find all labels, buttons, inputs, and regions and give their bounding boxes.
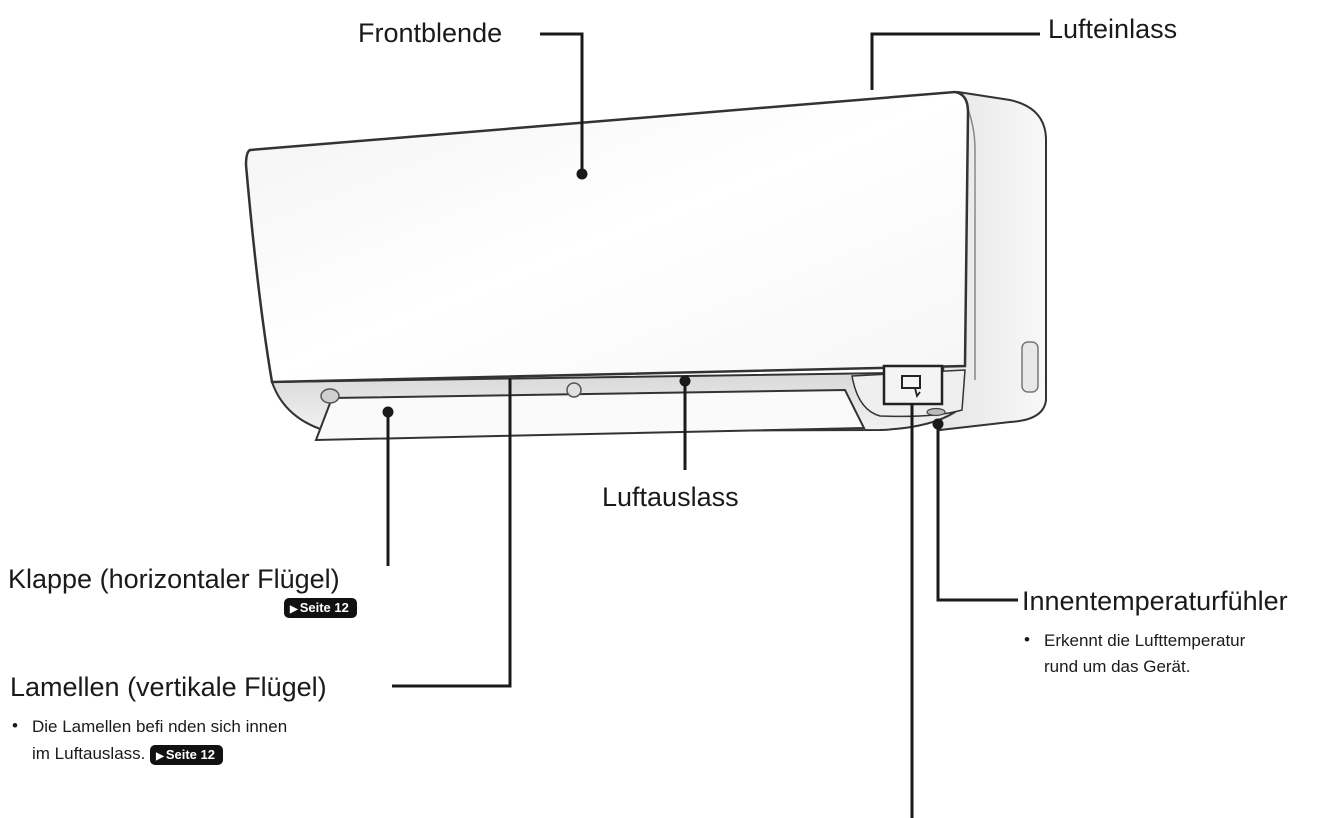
page-ref-badge-klappe: ▶Seite 12 [284, 598, 357, 618]
label-lufteinlass: Lufteinlass [1048, 14, 1178, 44]
klappe-page-ref: ▶Seite 12 [284, 598, 357, 618]
sensor-opening [926, 407, 946, 417]
leader-lufteinlass [870, 32, 1040, 90]
fuehler-note-line2: rund um das Gerät. [1044, 657, 1191, 676]
side-cover-slot [1021, 341, 1039, 393]
play-icon: ▶ [290, 604, 298, 615]
front-panel-shape [244, 90, 970, 384]
dot-klappe [382, 406, 394, 418]
lamellen-note-line1: Die Lamellen befi nden sich innen [32, 717, 288, 736]
lamellen-note-line2-wrap: im Luftauslass. ▶Seite 12 [32, 743, 223, 766]
fuehler-note-bullet: • [1024, 630, 1030, 649]
leader-frontblende [540, 32, 584, 172]
leader-fuehler [936, 424, 1018, 602]
label-klappe: Klappe (horizontaler Flügel) [8, 564, 340, 594]
display-icon-tail [914, 387, 921, 399]
page-ref-badge-lamellen: ▶Seite 12 [150, 744, 223, 765]
display-icon [901, 375, 921, 389]
display-window [882, 364, 944, 406]
leader-lamellen [392, 378, 512, 688]
dot-luftauslass [679, 375, 691, 387]
label-frontblende: Frontblende [358, 18, 503, 48]
label-lamellen: Lamellen (vertikale Flügel) [10, 672, 327, 702]
flap-shape [314, 388, 866, 442]
label-innentemperaturfuehler: Innentemperaturfühler [1022, 586, 1288, 616]
lamellen-note-line2: im Luftauslass. [32, 744, 146, 763]
dot-fuehler [932, 418, 944, 430]
leader-lines [386, 32, 1040, 818]
outlet-knob [566, 382, 582, 398]
label-luftauslass: Luftauslass [602, 482, 739, 512]
leader-dots [382, 168, 944, 430]
flap-pivot-left [320, 388, 340, 404]
play-icon: ▶ [156, 750, 164, 762]
dot-frontblende [576, 168, 588, 180]
fuehler-note-line1: Erkennt die Lufttemperatur [1044, 631, 1246, 650]
lamellen-note-bullet: • [12, 716, 18, 735]
